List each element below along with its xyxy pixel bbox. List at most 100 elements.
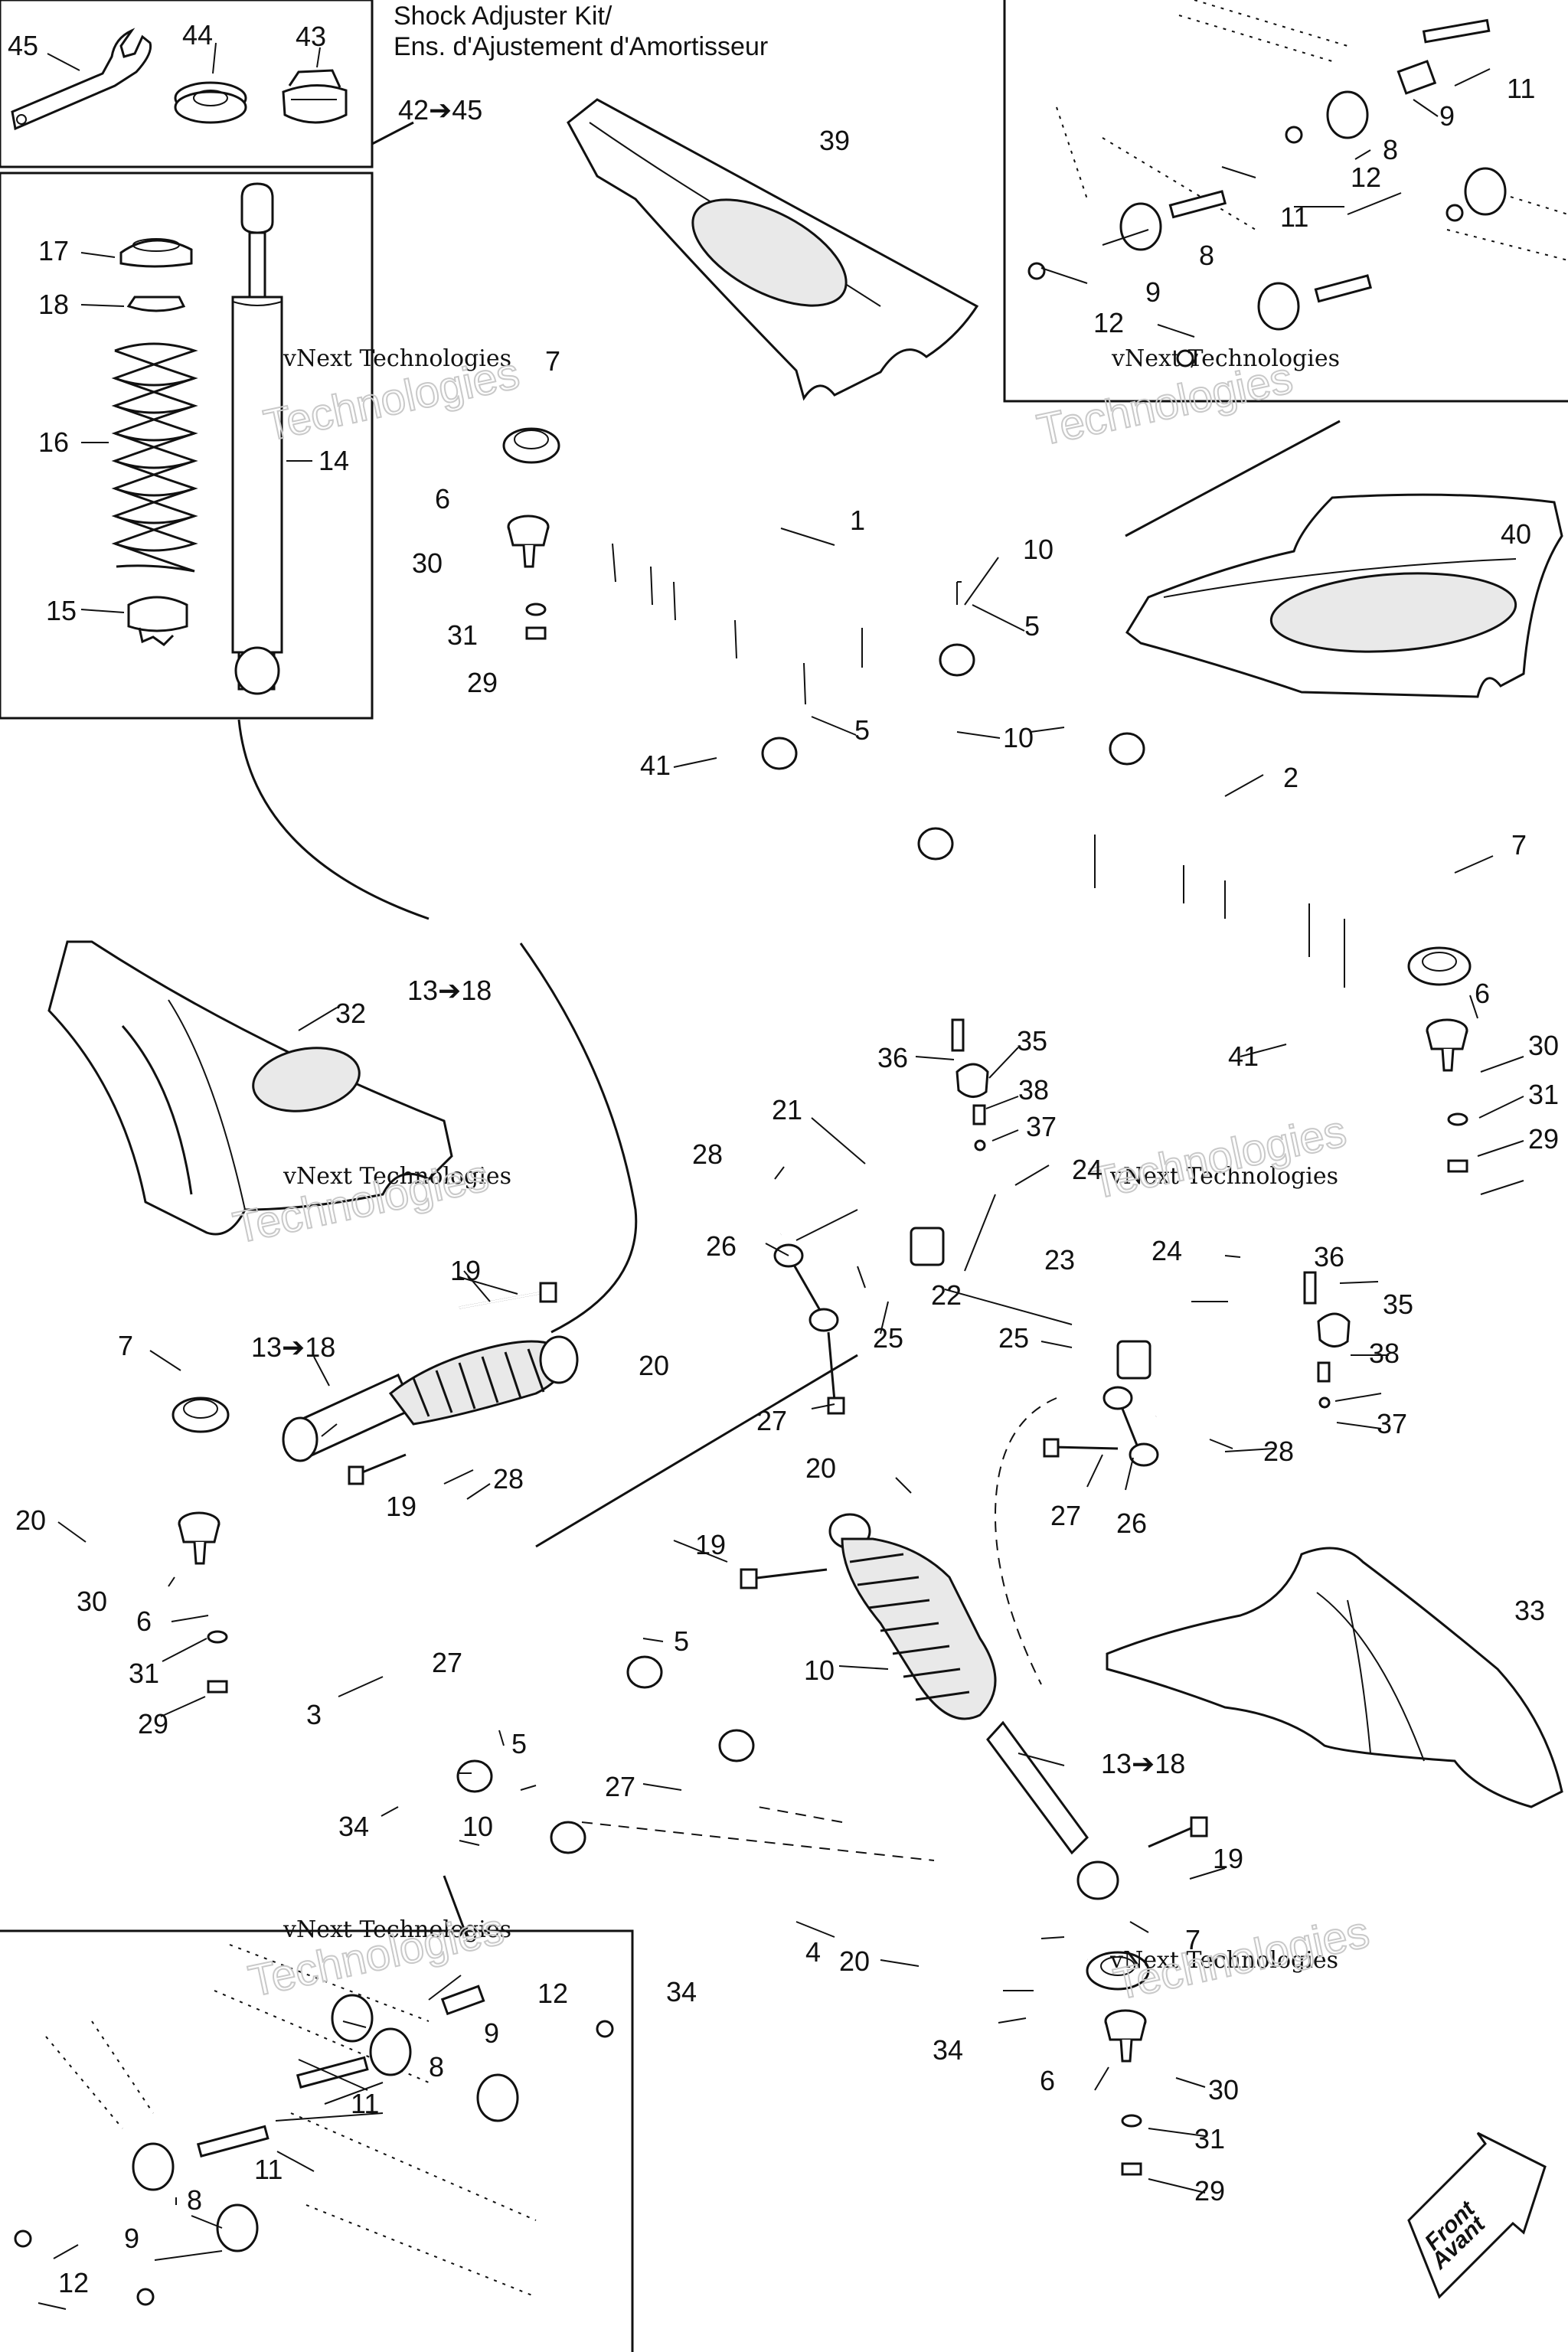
- shock-absorber: [231, 182, 283, 695]
- connector-lines: [237, 420, 1341, 1938]
- ref-28-a: 28: [692, 1138, 723, 1170]
- guard-39: [567, 98, 979, 401]
- ref-12-c: 12: [537, 1978, 568, 2009]
- ref-25-a: 25: [873, 1322, 903, 1354]
- ref-24-a: 24: [1072, 1154, 1102, 1185]
- coil-spring: [111, 342, 198, 573]
- ref-9-c: 9: [484, 2017, 499, 2049]
- rear-bushing-parts: [1027, 0, 1568, 368]
- ref-10-d: 10: [804, 1655, 835, 1686]
- guard-32: [47, 940, 453, 1236]
- ref-29-ul: 29: [467, 667, 498, 698]
- ref-36-a: 36: [877, 1042, 908, 1073]
- ref-26-a: 26: [706, 1230, 737, 1262]
- bolts-arm-1: [612, 543, 962, 705]
- ref-16: 16: [38, 426, 69, 458]
- front-bushing-detail-box: [0, 1929, 634, 2352]
- wm-6: vNext Technologies: [1109, 1947, 1338, 1974]
- ref-9-b: 9: [1145, 276, 1161, 308]
- shock-assembly-right: [828, 1513, 1119, 1900]
- guard-33: [1106, 1547, 1563, 1808]
- spring-seat-top: [119, 238, 193, 268]
- ref-6-ul: 6: [435, 483, 450, 514]
- a-arm-2: [917, 732, 1472, 986]
- ref-4: 4: [805, 1936, 821, 1968]
- ref-5-d: 5: [511, 1728, 527, 1759]
- a-arm-3: [172, 1396, 663, 1793]
- ref-30-ur: 30: [1528, 1030, 1559, 1061]
- bolt-19-left-lower: [348, 1453, 407, 1485]
- ref-43: 43: [296, 21, 326, 52]
- ref-29-ur: 29: [1528, 1123, 1559, 1155]
- bolt-27-right: [1043, 1438, 1119, 1458]
- ball-joint-lower-right: [1104, 2009, 1147, 2063]
- ref-27-c: 27: [432, 1647, 462, 1678]
- bolts-arm-2: [1094, 835, 1345, 988]
- guard-40: [1125, 493, 1563, 698]
- kit-box-outline: [0, 0, 374, 168]
- ref-8-a: 8: [1383, 134, 1398, 165]
- ref-5-a: 5: [1024, 610, 1040, 642]
- ref-40: 40: [1501, 518, 1531, 550]
- spanner-wrench: [11, 28, 152, 131]
- ref-6-ll: 6: [136, 1606, 152, 1637]
- ref-36-b: 36: [1314, 1241, 1344, 1272]
- front-direction-arrow: Front Avant: [1407, 2132, 1547, 2299]
- ref-44: 44: [182, 19, 213, 51]
- ref-30-ul: 30: [412, 547, 443, 579]
- ref-19-a: 19: [450, 1255, 481, 1286]
- leader-lines: [38, 42, 1524, 2310]
- ref-19-b: 19: [386, 1491, 416, 1522]
- wm-5: vNext Technologies: [283, 1916, 511, 1943]
- ref-1: 1: [850, 505, 865, 536]
- lock-ring: [174, 81, 247, 124]
- ref-12-a: 12: [1351, 162, 1381, 193]
- shock-assembly-left: [282, 1335, 579, 1462]
- ref-2: 2: [1283, 762, 1298, 793]
- ref-26-b: 26: [1116, 1508, 1147, 1539]
- ref-11-c: 11: [351, 2088, 379, 2119]
- bolt-19-right-lower: [1148, 1816, 1208, 1848]
- ref-11-d: 11: [254, 2154, 283, 2185]
- ref-13-18-b: 13➔18: [251, 1331, 335, 1363]
- sway-bar: [779, 1219, 1176, 1419]
- nut-washer-ur: [1447, 1112, 1468, 1173]
- ref-20-c: 20: [805, 1452, 836, 1484]
- ref-7-lr: 7: [1185, 1924, 1200, 1955]
- ref-35-b: 35: [1383, 1289, 1413, 1320]
- kit-leader: [371, 121, 414, 145]
- ref-19-d: 19: [1213, 1843, 1243, 1874]
- ref-8-d: 8: [187, 2184, 202, 2216]
- ref-20-d: 20: [839, 1945, 870, 1977]
- front-bushing-parts: [14, 1944, 614, 2306]
- ref-7-ur: 7: [1511, 829, 1527, 861]
- ref-21: 21: [772, 1094, 802, 1125]
- ball-joint-upper-left: [507, 514, 550, 568]
- ref-15: 15: [46, 595, 77, 626]
- ref-6-ur: 6: [1475, 978, 1490, 1009]
- ref-13-18-c: 13➔18: [1101, 1748, 1185, 1779]
- ref-20-a: 20: [639, 1350, 669, 1381]
- ref-5-c: 5: [674, 1625, 689, 1657]
- ref-38-a: 38: [1018, 1074, 1049, 1106]
- ref-29-ll: 29: [138, 1708, 168, 1740]
- nut-washer-ll: [207, 1630, 228, 1694]
- ref-20-b: 20: [15, 1504, 46, 1536]
- ref-6-lr: 6: [1040, 2065, 1055, 2096]
- ref-14: 14: [318, 445, 349, 476]
- ref-34-b: 34: [666, 1976, 697, 2007]
- ref-35-a: 35: [1017, 1025, 1047, 1057]
- ref-42-45: 42➔45: [398, 94, 482, 126]
- ref-10-a: 10: [1023, 534, 1054, 565]
- ref-31-ul: 31: [447, 619, 478, 651]
- ref-11-b: 11: [1280, 201, 1308, 233]
- ref-9-d: 9: [124, 2223, 139, 2254]
- ref-7-ul: 7: [545, 345, 560, 377]
- ref-28-b: 28: [1263, 1436, 1294, 1467]
- ref-27-a: 27: [756, 1405, 787, 1436]
- kit-title-line2: Ens. d'Ajustement d'Amortisseur: [394, 32, 768, 61]
- bolt-27-left: [827, 1331, 845, 1415]
- ref-45: 45: [8, 30, 38, 61]
- sway-link-right: [1102, 1386, 1159, 1467]
- wm-3: vNext Technologies: [283, 1163, 511, 1190]
